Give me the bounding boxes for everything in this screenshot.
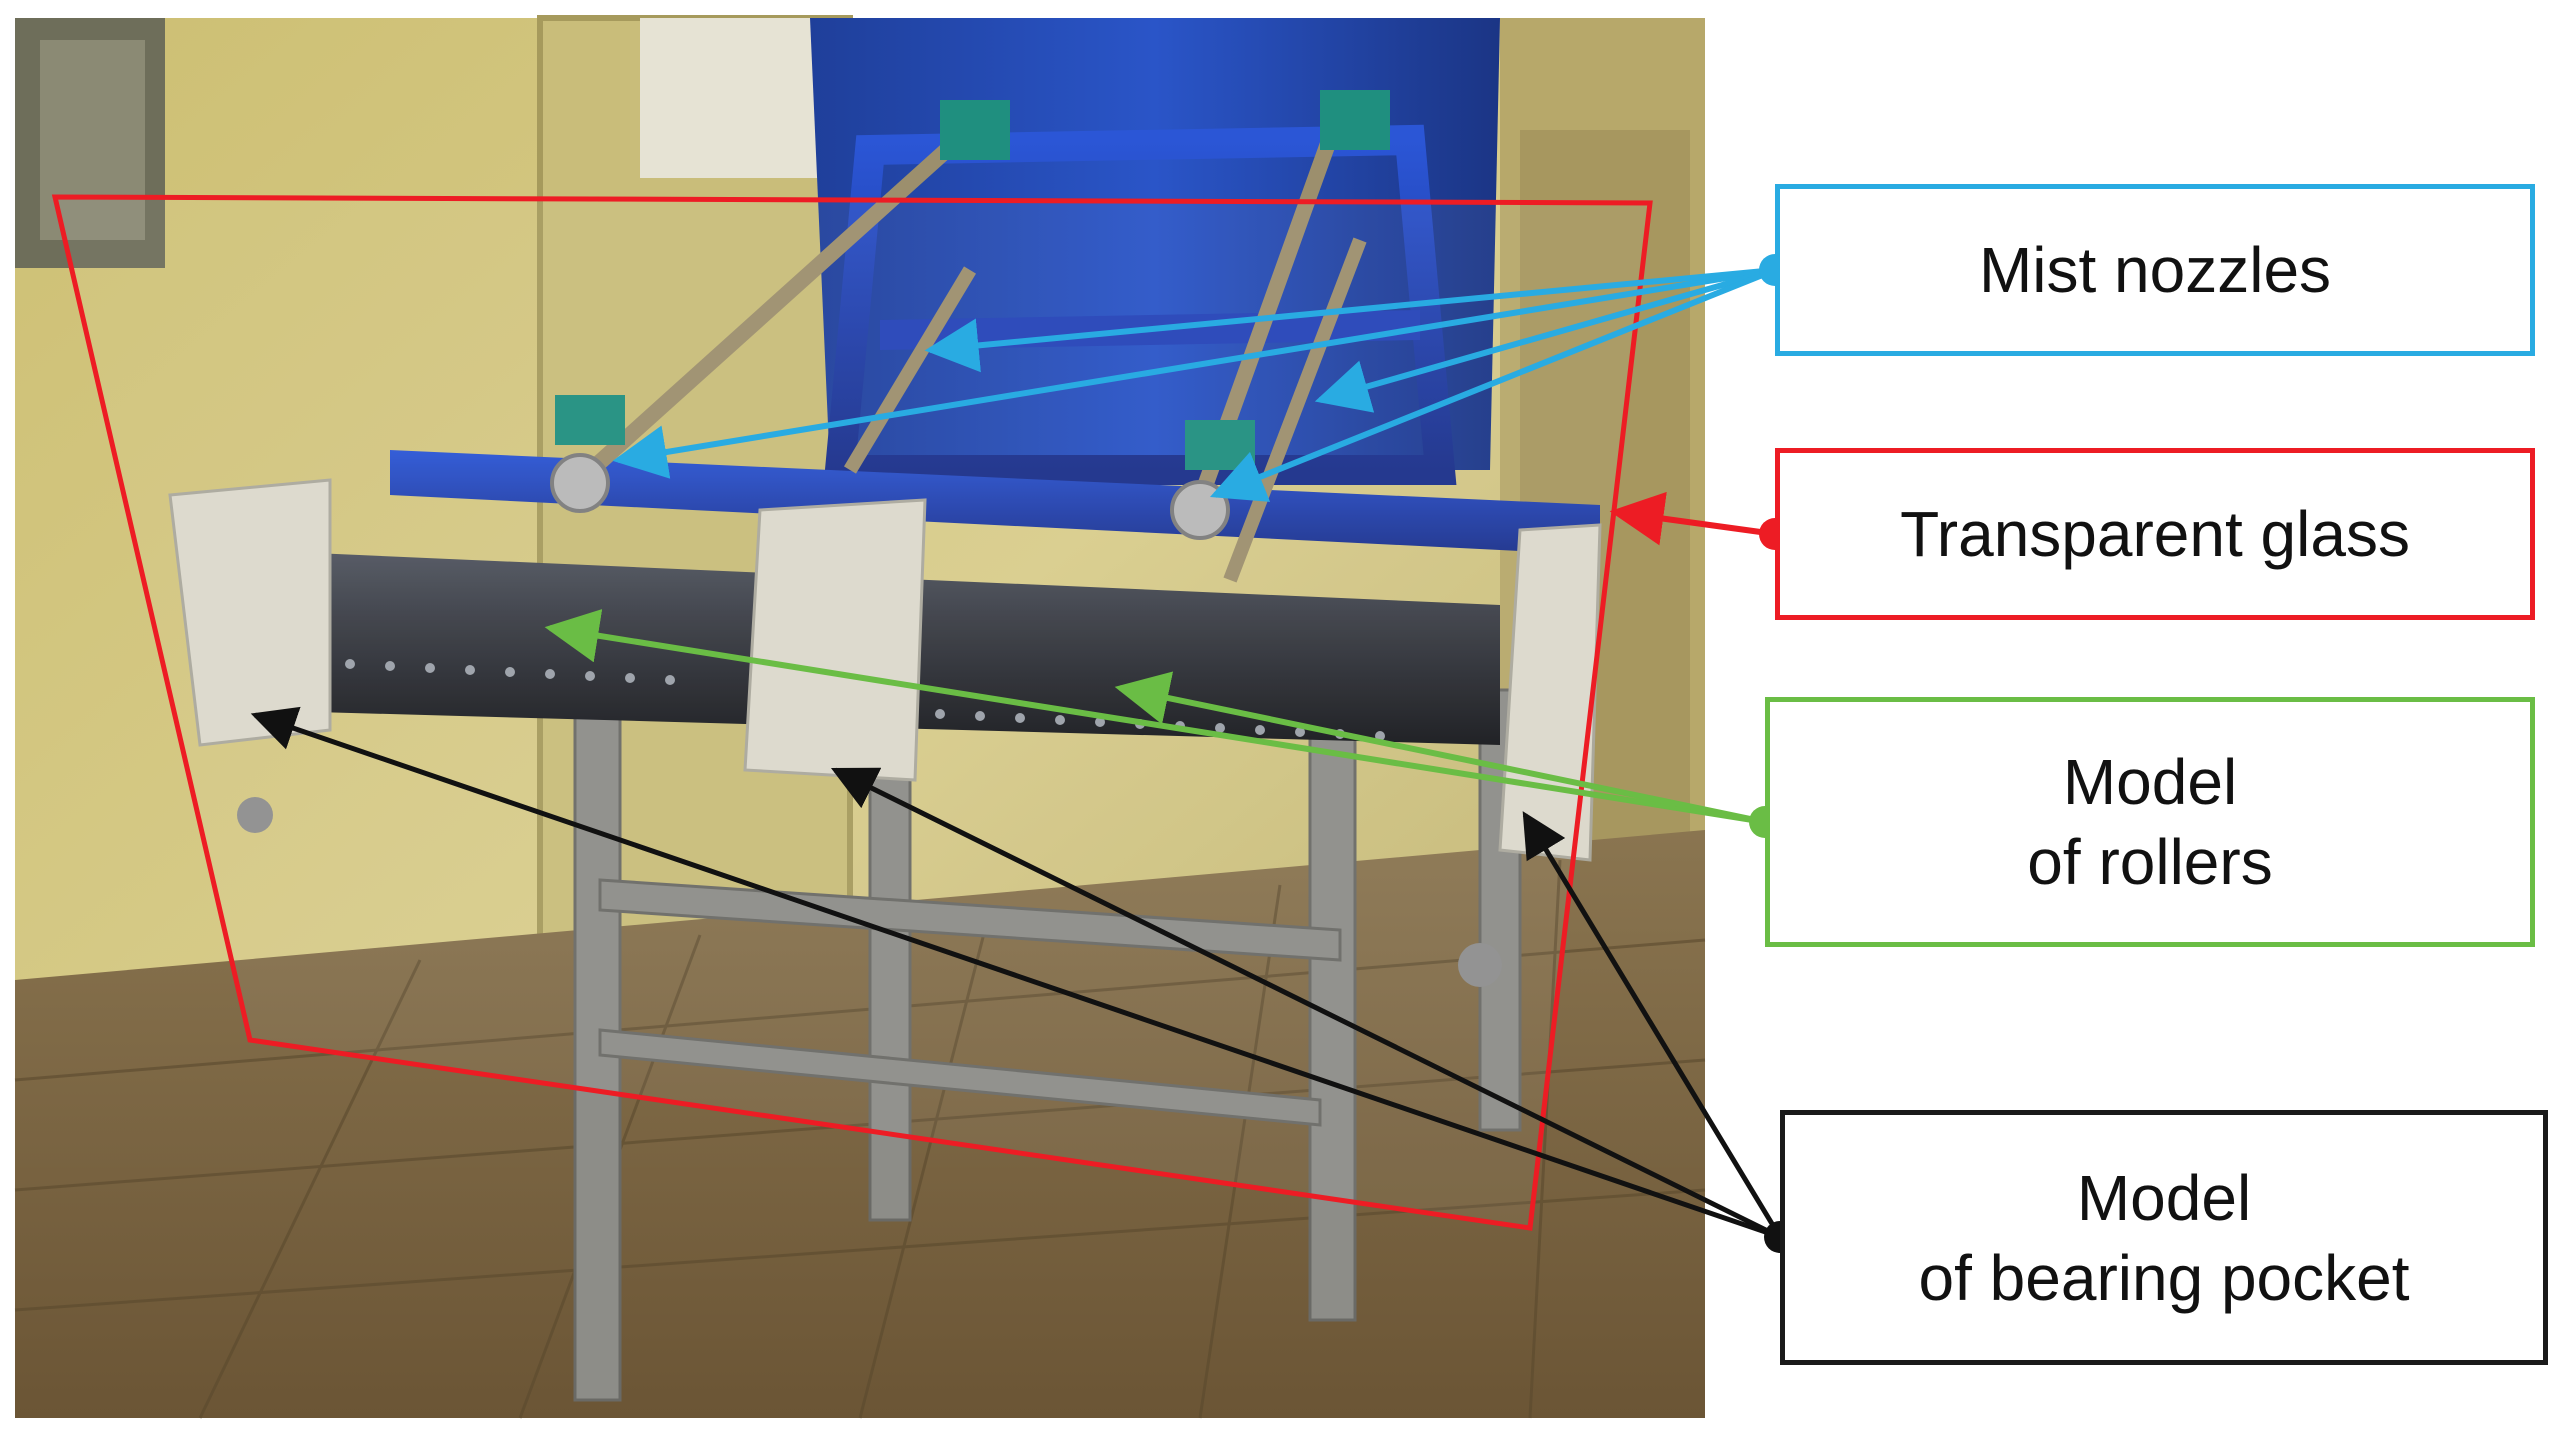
- callout-model-of-rollers-line2: of rollers: [2027, 826, 2273, 898]
- callout-model-of-rollers: Model of rollers: [1765, 697, 2535, 947]
- photo: [14, 15, 1706, 1419]
- callout-model-of-bearing-pocket: Model of bearing pocket: [1780, 1110, 2548, 1365]
- transparent-glass-pointer: [1609, 491, 1776, 546]
- bearing-pocket-pointers: [250, 706, 1783, 1240]
- callout-model-of-rollers-line1: Model: [2062, 746, 2238, 818]
- callout-model-of-bearing-pocket-line2: of bearing pocket: [1918, 1241, 2410, 1314]
- bearing-block-icon: [168, 478, 1602, 862]
- callout-transparent-glass: Transparent glass: [1775, 448, 2535, 620]
- rollers-pointers: [544, 609, 1766, 825]
- callout-transparent-glass-label: Transparent glass: [1900, 498, 2410, 570]
- callout-mist-nozzles-label: Mist nozzles: [1978, 234, 2332, 306]
- callout-model-of-bearing-pocket-line1: Model: [2076, 1161, 2252, 1234]
- mist-nozzles-pointers: [612, 267, 1777, 502]
- callout-mist-nozzles: Mist nozzles: [1775, 184, 2535, 356]
- nozzle-icon: [550, 90, 1390, 583]
